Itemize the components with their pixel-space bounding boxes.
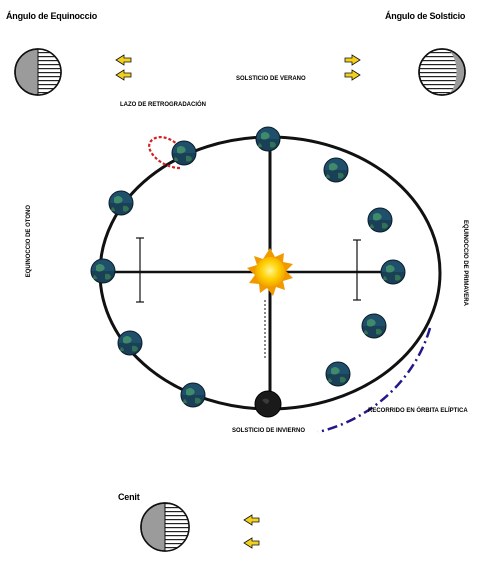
arrow-icon-group-right	[344, 54, 361, 81]
summer-solstice-label: SOLSTICIO DE VERANO	[236, 76, 306, 82]
earth-icon-lower-left	[117, 330, 143, 356]
retrograde-loop	[148, 136, 185, 170]
earth-icon-upper-left	[108, 190, 134, 216]
earth-icon-right	[380, 259, 406, 285]
earth-icon-upper-right	[323, 157, 349, 183]
right-bracket	[353, 239, 361, 301]
earth-icon-right-upper	[367, 207, 393, 233]
earth-icon-bottom	[254, 390, 282, 418]
elliptical-path-label: RECORRIDO EN ÓRBITA ELÍPTICA	[368, 408, 468, 414]
earth-icon-top	[255, 126, 281, 152]
moon-phase-icon-solstice	[418, 48, 466, 96]
earth-icon-right-lower	[361, 313, 387, 339]
winter-solstice-label: SOLSTICIO DE INVIERNO	[232, 428, 306, 434]
solstice-angle-label: Ángulo de Solsticio	[385, 11, 466, 21]
moon-phase-icon-zenith	[140, 502, 190, 552]
left-bracket	[136, 237, 144, 303]
zenith-label: Cenit	[118, 492, 140, 502]
arrow-icon-group-bottom	[243, 514, 260, 549]
spring-equinox-label: EQUINOCCIO DE PRIMAVERA	[462, 220, 468, 306]
earth-icon-bottom-left	[180, 382, 206, 408]
earth-icon-lower-right	[325, 361, 351, 387]
autumn-equinox-label: EQUINOCCIO DE OTOÑO	[26, 205, 32, 278]
earth-icon-left	[90, 258, 116, 284]
equinox-angle-label: Ángulo de Equinoccio	[6, 11, 97, 21]
elliptical-path-arc	[317, 327, 432, 434]
earth-icon-loop	[171, 140, 197, 166]
retrograde-loop-label: LAZO DE RETROGRADACIÓN	[120, 102, 206, 108]
moon-phase-icon-equinox	[14, 48, 62, 96]
sun-icon	[247, 248, 293, 296]
arrow-icon-group-left	[115, 54, 132, 81]
